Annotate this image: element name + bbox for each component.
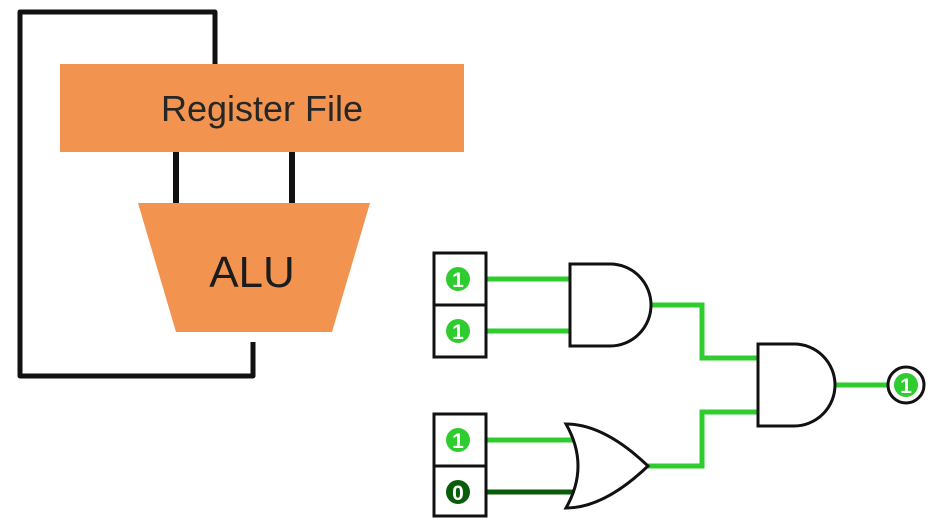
input-pin-b[interactable]: 1 (432, 303, 488, 359)
feedback-wire (17, 9, 256, 379)
output-pin[interactable]: 1 (886, 365, 926, 405)
output-pin-value: 1 (900, 375, 912, 398)
register-file-block (60, 64, 464, 152)
and-gate-1[interactable] (568, 262, 653, 348)
or-gate[interactable] (563, 422, 651, 510)
logic-circuit: 1 1 1 0 1 (432, 251, 926, 518)
wire-and1-out (648, 302, 760, 361)
input-pin-c[interactable]: 1 (432, 412, 488, 468)
and-gate-2[interactable] (756, 342, 837, 428)
datapath: Register File ALU (17, 9, 464, 379)
alu-block (138, 203, 370, 332)
input-pin-c-value: 1 (452, 430, 464, 453)
input-pin-d[interactable]: 0 (432, 464, 488, 518)
alu-label: ALU (209, 248, 295, 297)
register-file-label: Register File (161, 88, 363, 129)
wire-or-out (648, 409, 760, 469)
input-pin-b-value: 1 (452, 321, 464, 344)
input-pin-a[interactable]: 1 (432, 251, 488, 307)
input-pin-a-value: 1 (452, 269, 464, 292)
input-pin-d-value: 0 (452, 482, 464, 505)
